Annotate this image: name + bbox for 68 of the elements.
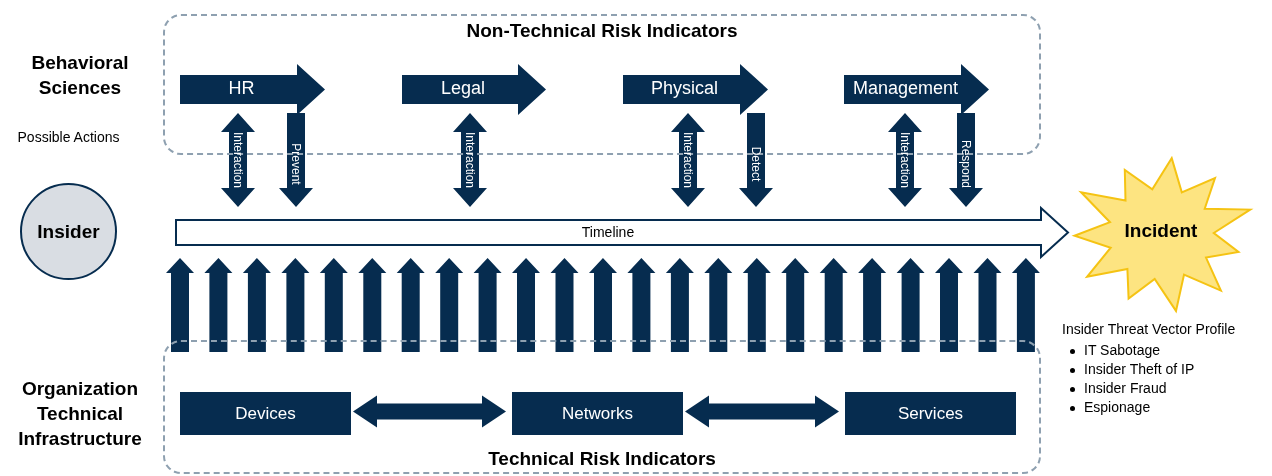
side-label: Behavioral Sciences xyxy=(30,51,130,100)
list-item: Insider Fraud xyxy=(1084,380,1168,396)
edge-label: Respond xyxy=(959,140,973,188)
block-arrow xyxy=(704,258,733,352)
block-arrow xyxy=(819,258,848,352)
side-label: Organization Technical Infrastructure xyxy=(17,377,143,451)
edge-label: Interaction xyxy=(231,132,245,188)
block-arrow xyxy=(319,258,348,352)
block-arrow xyxy=(781,258,810,352)
list-item: IT Sabotage xyxy=(1084,342,1162,358)
block-arrow-shape xyxy=(180,64,325,115)
node-label: Timeline xyxy=(580,224,636,240)
side-label: Insider Threat Vector Profile xyxy=(1062,321,1237,337)
node-caption: Possible Actions xyxy=(16,128,121,147)
node-label: Legal xyxy=(439,78,486,99)
edge-label: Interaction xyxy=(681,132,695,188)
block-arrow xyxy=(739,113,773,207)
block-arrow-shape xyxy=(623,64,768,115)
dashed-group-frame xyxy=(163,340,1041,474)
process-box xyxy=(845,392,1016,435)
block-arrow xyxy=(949,113,983,207)
block-arrow xyxy=(627,258,656,352)
block-arrow xyxy=(242,258,271,352)
block-arrow xyxy=(589,258,617,352)
group-title: Technical Risk Indicators xyxy=(487,448,717,470)
block-arrow xyxy=(396,258,425,352)
block-arrow xyxy=(935,258,963,352)
edge-label: Prevent xyxy=(289,143,303,185)
block-arrow xyxy=(353,395,506,428)
process-box xyxy=(512,392,683,435)
block-arrow xyxy=(685,395,839,428)
list-item: Insider Theft of IP xyxy=(1084,361,1196,377)
block-arrow-shape xyxy=(402,64,546,115)
block-arrow xyxy=(453,113,487,207)
block-arrow xyxy=(473,258,502,352)
outline-arrow-shape xyxy=(175,207,1069,258)
block-arrow xyxy=(279,113,313,207)
edge-label: Interaction xyxy=(463,132,477,188)
edge-label: Detect xyxy=(749,146,763,182)
block-arrow xyxy=(671,113,705,207)
block-arrow xyxy=(742,258,771,352)
node-label: HR xyxy=(227,78,256,99)
node-label: Services xyxy=(896,404,965,424)
node-label: Physical xyxy=(650,78,719,99)
process-box xyxy=(180,392,351,435)
node-label: Insider xyxy=(36,221,101,243)
list-item: Espionage xyxy=(1084,399,1152,415)
edge-label: Interaction xyxy=(898,132,912,188)
block-arrow xyxy=(166,258,194,352)
block-arrow xyxy=(550,258,579,352)
block-arrow xyxy=(665,258,694,352)
block-arrow xyxy=(512,258,540,352)
block-arrow xyxy=(973,258,1002,352)
group-title: Non-Technical Risk Indicators xyxy=(465,20,739,42)
block-arrow xyxy=(896,258,925,352)
node-label: Incident xyxy=(1123,220,1199,242)
node-label: Devices xyxy=(234,404,297,424)
block-arrow-shape xyxy=(844,64,989,115)
block-arrow xyxy=(435,258,464,352)
block-arrow xyxy=(1011,258,1040,352)
block-arrow xyxy=(221,113,255,207)
block-arrow xyxy=(281,258,310,352)
block-arrow xyxy=(888,113,922,207)
block-arrow xyxy=(204,258,233,352)
node-label: Management xyxy=(851,78,960,99)
block-arrow xyxy=(858,258,887,352)
node-label: Networks xyxy=(561,404,634,424)
block-arrow xyxy=(358,258,387,352)
